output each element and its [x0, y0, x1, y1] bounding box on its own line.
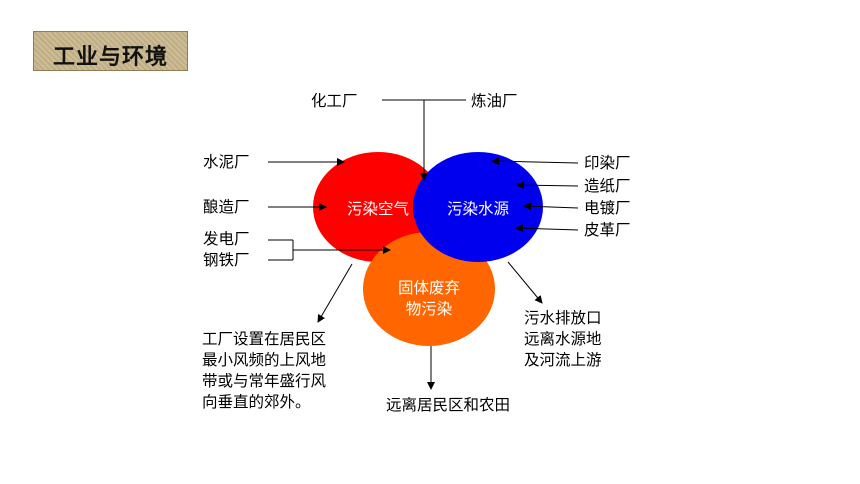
- water-pollution-label: 污染水源: [446, 200, 509, 218]
- solid-waste-label-line1: 固体废弃: [397, 279, 460, 297]
- page-title: 工业与环境: [52, 45, 168, 70]
- label-paper-mill: 造纸厂: [584, 177, 631, 195]
- water-pollution-circle: [413, 152, 543, 262]
- label-brewery: 酿造厂: [203, 198, 250, 216]
- label-electroplating-plant: 电镀厂: [584, 199, 631, 217]
- note-air-siting: 工厂设置在居民区 最小风频的上风地 带或与常年盛行风 向垂直的郊外。: [202, 329, 367, 413]
- label-refinery: 炼油厂: [471, 92, 518, 110]
- label-leather-plant: 皮革厂: [584, 221, 631, 239]
- title-banner: 工业与环境: [33, 31, 188, 71]
- note-air-line: 带或与常年盛行风: [202, 372, 327, 390]
- note-water-line: 污水排放口: [524, 309, 602, 327]
- note-water-line: 远离水源地: [524, 330, 602, 348]
- note-solid-siting: 远离居民区和农田: [386, 396, 511, 414]
- note-air-line: 最小风频的上风地: [202, 351, 327, 369]
- air-pollution-label: 污染空气: [346, 200, 409, 218]
- note-water-siting: 污水排放口 远离水源地 及河流上游: [524, 308, 644, 371]
- note-water-line: 及河流上游: [524, 351, 602, 369]
- note-air-line: 向垂直的郊外。: [202, 393, 311, 411]
- note-air-line: 工厂设置在居民区: [202, 330, 327, 348]
- label-steel-plant: 钢铁厂: [203, 251, 250, 269]
- label-chemical-plant: 化工厂: [311, 92, 358, 110]
- label-cement-plant: 水泥厂: [203, 153, 250, 171]
- label-power-plant: 发电厂: [203, 230, 250, 248]
- solid-waste-label-line2: 物污染: [405, 300, 453, 318]
- label-printing-dyeing-plant: 印染厂: [584, 154, 631, 172]
